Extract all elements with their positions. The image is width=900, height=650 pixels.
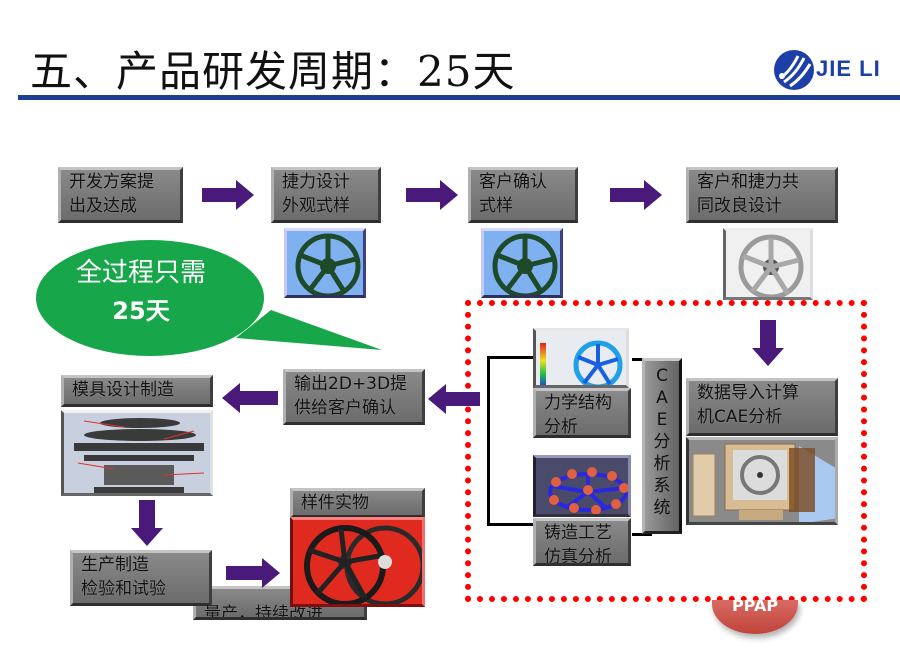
cae-char: C bbox=[656, 366, 668, 386]
green-wheel-image bbox=[481, 228, 563, 298]
stress-analysis-image bbox=[533, 328, 629, 388]
cae-char: E bbox=[656, 410, 668, 430]
mold-exploded-image bbox=[61, 410, 213, 496]
sample-wheels-image bbox=[290, 517, 425, 607]
step-production-inspection: 生产制造 检验和试验 bbox=[70, 550, 212, 606]
step-label: 外观式样 bbox=[282, 196, 350, 216]
step-label: 仿真分析 bbox=[544, 547, 612, 567]
step-label: 铸造工艺 bbox=[544, 523, 612, 543]
computer-image bbox=[686, 437, 838, 525]
step-mold-design: 模具设计制造 bbox=[61, 375, 213, 407]
step-label: 开发方案提 bbox=[69, 172, 154, 192]
step-label: 检验和试验 bbox=[81, 579, 166, 599]
callout-line-1: 全过程只需 bbox=[75, 258, 206, 288]
step-joint-improvement: 客户和捷力共 同改良设计 bbox=[686, 167, 838, 223]
arrow-right-icon bbox=[610, 180, 662, 210]
step-label: 机CAE分析 bbox=[697, 407, 783, 427]
step-label: 分析 bbox=[544, 417, 578, 437]
arrow-down-icon bbox=[131, 500, 163, 546]
callout-bubble bbox=[36, 240, 382, 356]
logo-text: JIE LI bbox=[816, 56, 881, 81]
step-label: 输出2D+3D提 bbox=[294, 374, 408, 394]
step-label: 出及达成 bbox=[69, 196, 137, 216]
step-label: 样件实物 bbox=[301, 493, 369, 513]
callout-line-2: 25天 bbox=[112, 297, 170, 325]
step-plan-proposal: 开发方案提 出及达成 bbox=[58, 167, 183, 223]
jieli-logo: JIE LI bbox=[772, 48, 892, 92]
ppap-badge: PPAP bbox=[712, 600, 798, 634]
arrow-left-icon bbox=[428, 384, 480, 414]
step-label: 量产，持续改进 bbox=[204, 604, 323, 620]
step-jieli-design: 捷力设计 外观式样 bbox=[271, 167, 381, 223]
arrow-right-icon bbox=[406, 180, 458, 210]
arrow-right-icon bbox=[202, 180, 254, 210]
cae-system-bar: C A E 分 析 系 统 bbox=[642, 358, 682, 534]
green-wheel-image bbox=[284, 228, 366, 298]
jieli-logo-icon bbox=[774, 50, 814, 90]
arrow-right-icon bbox=[226, 558, 280, 588]
step-casting-simulation: 铸造工艺 仿真分析 bbox=[533, 518, 631, 567]
step-label: 力学结构 bbox=[544, 393, 612, 413]
cae-char: 分 bbox=[653, 432, 671, 452]
step-customer-confirm: 客户确认 式样 bbox=[468, 167, 578, 223]
page-title: 五、产品研发周期：25天 bbox=[30, 47, 516, 96]
step-label: 同改良设计 bbox=[697, 196, 782, 216]
bracket-line bbox=[487, 356, 535, 526]
cae-char: 析 bbox=[653, 454, 671, 474]
step-label: 式样 bbox=[479, 196, 513, 216]
cae-char: A bbox=[656, 388, 668, 408]
step-mechanics-analysis: 力学结构 分析 bbox=[533, 388, 631, 438]
step-label: 数据导入计算 bbox=[697, 383, 799, 403]
step-label: 供给客户确认 bbox=[294, 398, 396, 418]
cae-char: 统 bbox=[653, 498, 671, 518]
step-label: 客户和捷力共 bbox=[697, 172, 799, 192]
header-rule bbox=[18, 95, 900, 100]
arrow-left-icon bbox=[222, 383, 278, 413]
step-sample-product: 样件实物 bbox=[290, 488, 425, 518]
step-cae-data-import: 数据导入计算 机CAE分析 bbox=[686, 378, 838, 436]
casting-simulation-image bbox=[533, 455, 631, 517]
step-output-2d3d: 输出2D+3D提 供给客户确认 bbox=[283, 369, 425, 425]
cae-char: 系 bbox=[653, 476, 671, 496]
silver-wheel-image bbox=[723, 228, 813, 300]
cae-frame bbox=[465, 300, 867, 602]
step-label: 模具设计制造 bbox=[72, 380, 174, 400]
ppap-label: PPAP bbox=[731, 600, 779, 615]
step-label: 生产制造 bbox=[81, 555, 149, 575]
bracket-line bbox=[632, 533, 652, 536]
arrow-down-icon bbox=[752, 320, 784, 366]
callout-text: 全过程只需 25天 bbox=[36, 254, 246, 330]
step-label: 客户确认 bbox=[479, 172, 547, 192]
step-label: 捷力设计 bbox=[282, 172, 350, 192]
